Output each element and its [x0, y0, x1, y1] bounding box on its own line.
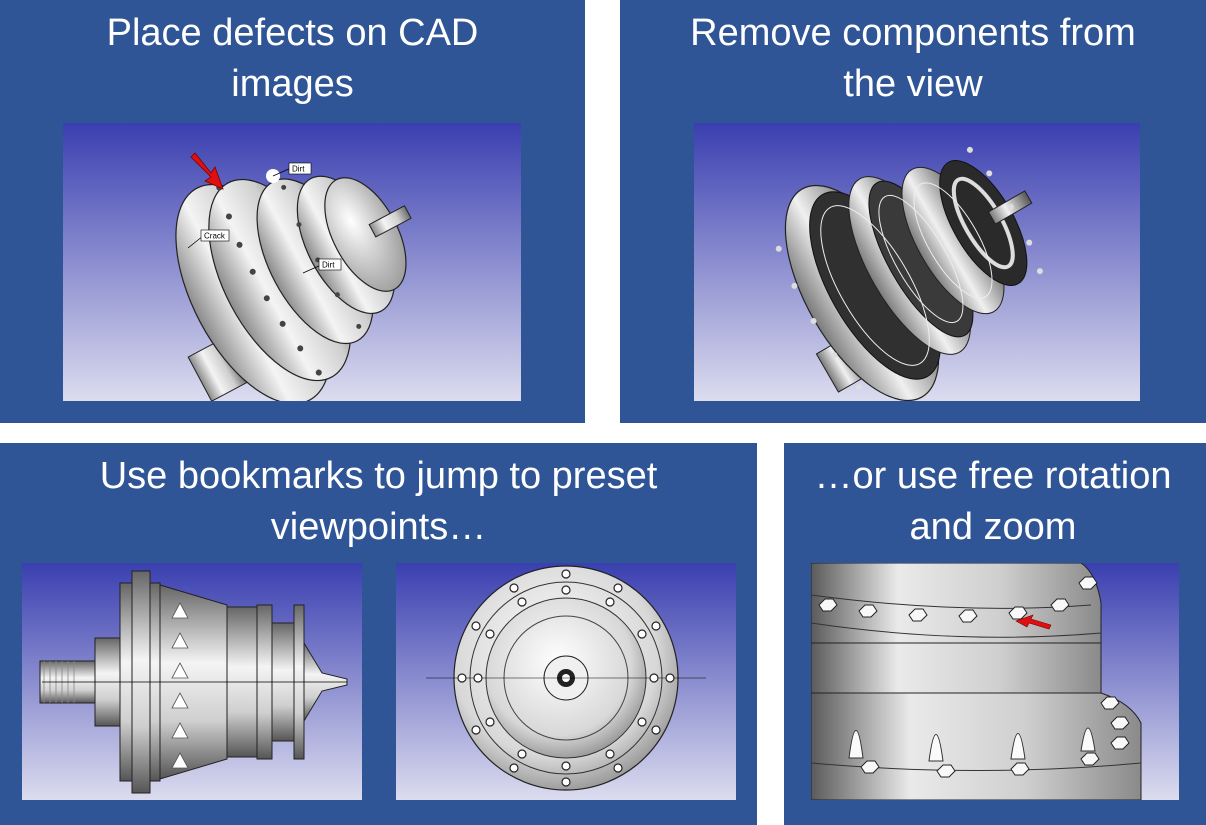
- panel-free-rotation: …or use free rotation and zoom: [784, 443, 1206, 825]
- title-line-1: Remove components from: [690, 12, 1136, 54]
- panel-remove-components: Remove components from the view: [620, 0, 1206, 423]
- title-line-2: viewpoints…: [270, 506, 487, 548]
- title-line-1: Place defects on CAD: [106, 12, 479, 54]
- cad-gearbox-image: Dirt Crack Dirt: [63, 123, 521, 401]
- panel-title: …or use free rotation and zoom: [780, 451, 1206, 553]
- title-line-1: …or use free rotation: [814, 455, 1172, 497]
- cad-side-view-image: [22, 563, 362, 800]
- title-line-2: images: [231, 63, 354, 105]
- cad-viewport-defects[interactable]: Dirt Crack Dirt: [63, 123, 521, 401]
- defect-label: Dirt: [292, 165, 305, 174]
- cad-zoomed-image: [811, 563, 1179, 800]
- panel-title: Use bookmarks to jump to preset viewpoin…: [0, 451, 757, 553]
- free-rotation-zoom-view[interactable]: [811, 563, 1179, 800]
- defect-tag-dirt-1[interactable]: Dirt: [266, 162, 312, 183]
- panel-place-defects: Place defects on CAD images: [0, 0, 585, 423]
- panel-bookmarks: Use bookmarks to jump to preset viewpoin…: [0, 443, 757, 825]
- defect-tag-crack[interactable]: Crack: [187, 229, 230, 249]
- panel-title: Remove components from the view: [620, 8, 1206, 110]
- defect-label: Crack: [204, 232, 226, 241]
- bookmark-front-view[interactable]: [396, 563, 736, 800]
- panel-title: Place defects on CAD images: [0, 8, 585, 110]
- title-line-2: the view: [843, 63, 983, 105]
- defect-label: Dirt: [322, 261, 335, 270]
- title-line-2: and zoom: [909, 506, 1077, 548]
- cad-viewport-exploded[interactable]: [694, 123, 1140, 401]
- defect-tag-dirt-2[interactable]: Dirt: [302, 258, 342, 274]
- cad-front-view-image: [396, 563, 736, 800]
- title-line-1: Use bookmarks to jump to preset: [99, 455, 658, 497]
- cad-exploded-image: [694, 123, 1140, 401]
- bookmark-side-view[interactable]: [22, 563, 362, 800]
